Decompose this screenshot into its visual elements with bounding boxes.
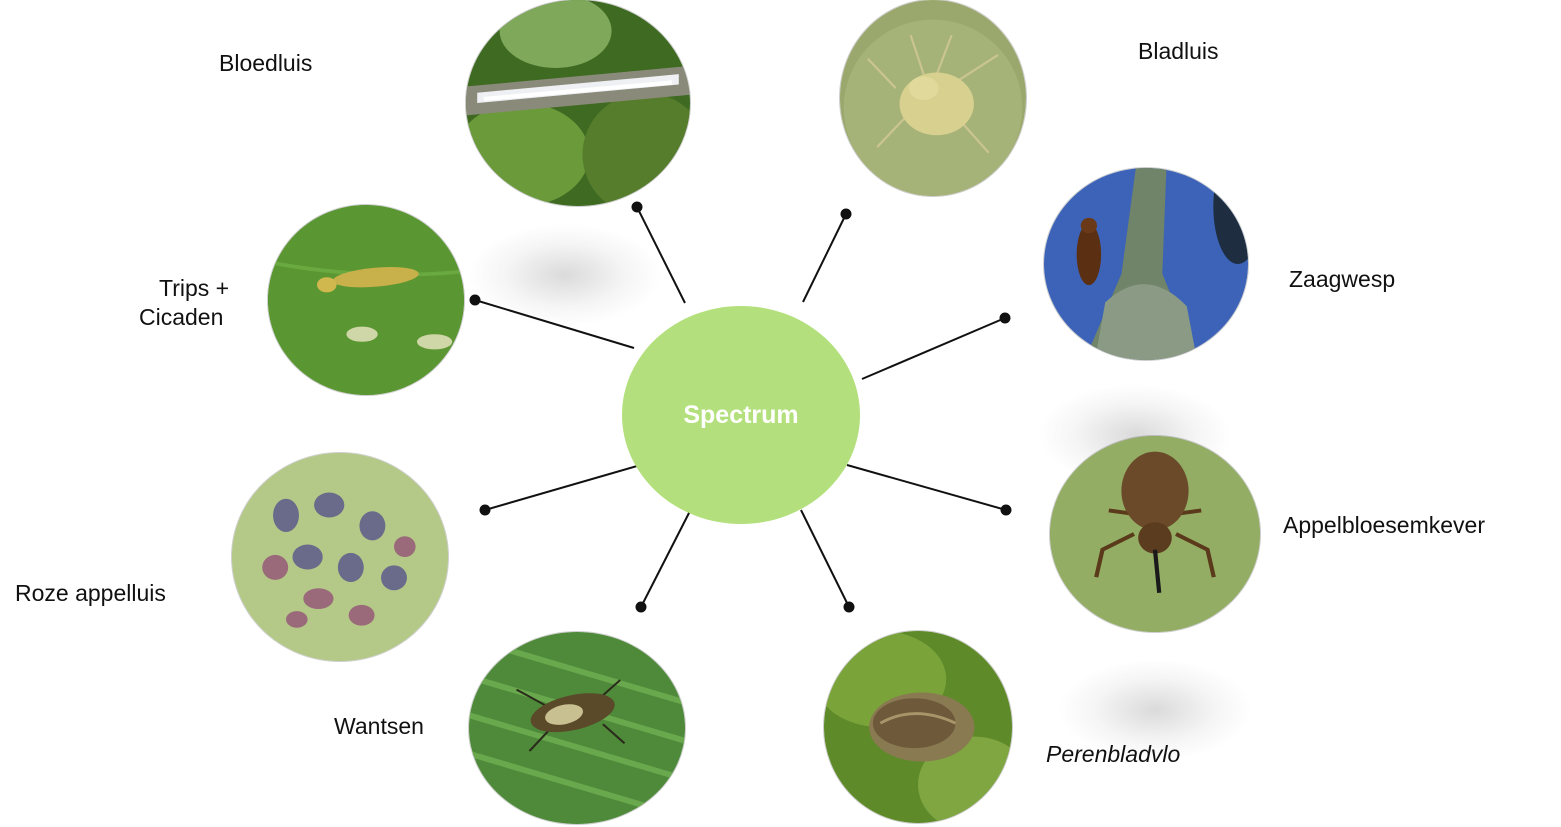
center-label: Spectrum: [683, 401, 798, 430]
connector-dot: [633, 203, 642, 212]
label-cicaden: Cicaden: [139, 304, 223, 331]
spectrum-center-circle: Spectrum: [622, 306, 860, 524]
thrips-photo: [268, 205, 464, 395]
bug-photo: [469, 632, 685, 824]
woolly-aphid-photo: [466, 0, 690, 206]
label-bloedluis: Bloedluis: [219, 50, 312, 77]
connector-dot: [637, 603, 646, 612]
label-zaagwesp: Zaagwesp: [1289, 266, 1395, 293]
connector-dot: [481, 506, 490, 515]
label-trips: Trips +: [159, 275, 229, 302]
connector-dot: [842, 210, 851, 219]
pear-psylla-photo: [824, 631, 1012, 823]
connector-dot: [471, 296, 480, 305]
label-appelbloesemkever: Appelbloesemkever: [1283, 512, 1485, 539]
weevil-photo: [1050, 436, 1260, 632]
rosy-aphid-photo: [232, 453, 448, 661]
connector-dot: [845, 603, 854, 612]
label-wantsen: Wantsen: [334, 713, 424, 740]
green-aphid-photo: [840, 0, 1026, 196]
label-roze-appelluis: Roze appelluis: [15, 580, 166, 607]
label-perenbladvlo: Perenbladvlo: [1046, 741, 1180, 768]
connector-dot: [1001, 314, 1010, 323]
sawfly-photo: [1044, 168, 1248, 360]
label-bladluis: Bladluis: [1138, 38, 1219, 65]
connector-dot: [1002, 506, 1011, 515]
